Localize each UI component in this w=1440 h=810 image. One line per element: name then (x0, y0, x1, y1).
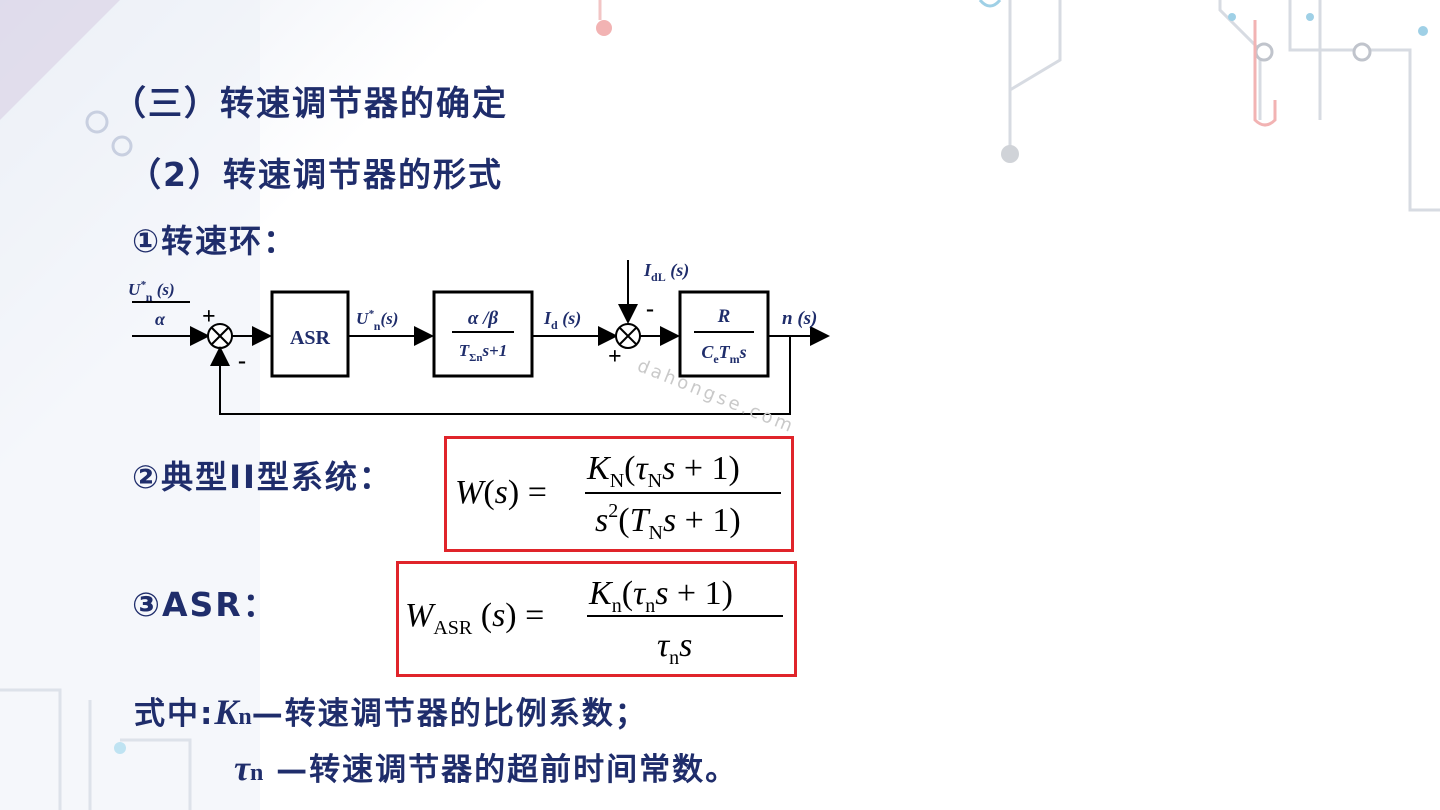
speed-loop-block-diagram: U*n (s) α + - ASR U*n(s) α /β TΣns+1 Id … (128, 260, 830, 415)
svg-text:+: + (202, 304, 216, 330)
section-speed-loop: ①转速环： (132, 222, 298, 260)
note-tau: τn —转速调节器的超前时间常数。 (234, 744, 738, 789)
svg-text:WASR (s) =: WASR (s) = (405, 597, 544, 639)
asr-block-label: ASR (290, 327, 331, 349)
input-scaling-label: α (155, 309, 166, 329)
armature-current-label: Id (s) (543, 308, 581, 332)
type2-transfer-function-box: W(s) = KN(τNs + 1) s2(TNs + 1) (444, 436, 794, 552)
tau-description: —转速调节器的超前时间常数。 (263, 752, 739, 788)
svg-text:Kn(τns + 1): Kn(τns + 1) (588, 575, 733, 617)
section-type2-system: ②典型II型系统： (132, 458, 393, 496)
load-current-label: IdL (s) (643, 260, 689, 284)
svg-text:α /β: α /β (468, 308, 499, 329)
svg-text:s2(TNs + 1): s2(TNs + 1) (595, 500, 741, 544)
svg-text:+: + (608, 344, 622, 370)
type2-transfer-function: W(s) = KN(τNs + 1) s2(TNs + 1) (455, 450, 781, 544)
svg-text:W(s) =: W(s) = (455, 474, 547, 511)
feedback-path (210, 336, 791, 415)
svg-text:-: - (238, 348, 246, 374)
asr-block (270, 290, 350, 378)
slide-title: （三）转速调节器的确定 (112, 84, 508, 124)
speed-output-label: n (s) (782, 308, 817, 329)
svg-text:τns: τns (657, 627, 692, 669)
current-loop-block (432, 290, 534, 378)
kn-symbol: Kn (214, 692, 252, 732)
kn-description: —转速调节器的比例系数； (251, 696, 648, 732)
note-kn: 式中:Kn—转速调节器的比例系数； (134, 688, 648, 733)
input-signal-label: U*n (s) (128, 279, 175, 304)
asr-output-label: U*n(s) (356, 308, 398, 333)
svg-text:KN(τNs + 1): KN(τNs + 1) (586, 450, 740, 492)
note-prefix: 式中: (134, 696, 215, 732)
tau-symbol: τn (234, 748, 264, 788)
asr-transfer-function: WASR (s) = Kn(τns + 1) τns (405, 575, 783, 669)
asr-transfer-function-box: WASR (s) = Kn(τns + 1) τns (396, 561, 797, 677)
motor-block (678, 290, 770, 378)
section-asr: ③ASR： (132, 585, 278, 624)
svg-text:R: R (717, 306, 731, 327)
svg-text:-: - (646, 296, 654, 322)
subtitle: （2）转速调节器的形式 (128, 155, 503, 194)
summing-junction-2 (615, 323, 641, 349)
